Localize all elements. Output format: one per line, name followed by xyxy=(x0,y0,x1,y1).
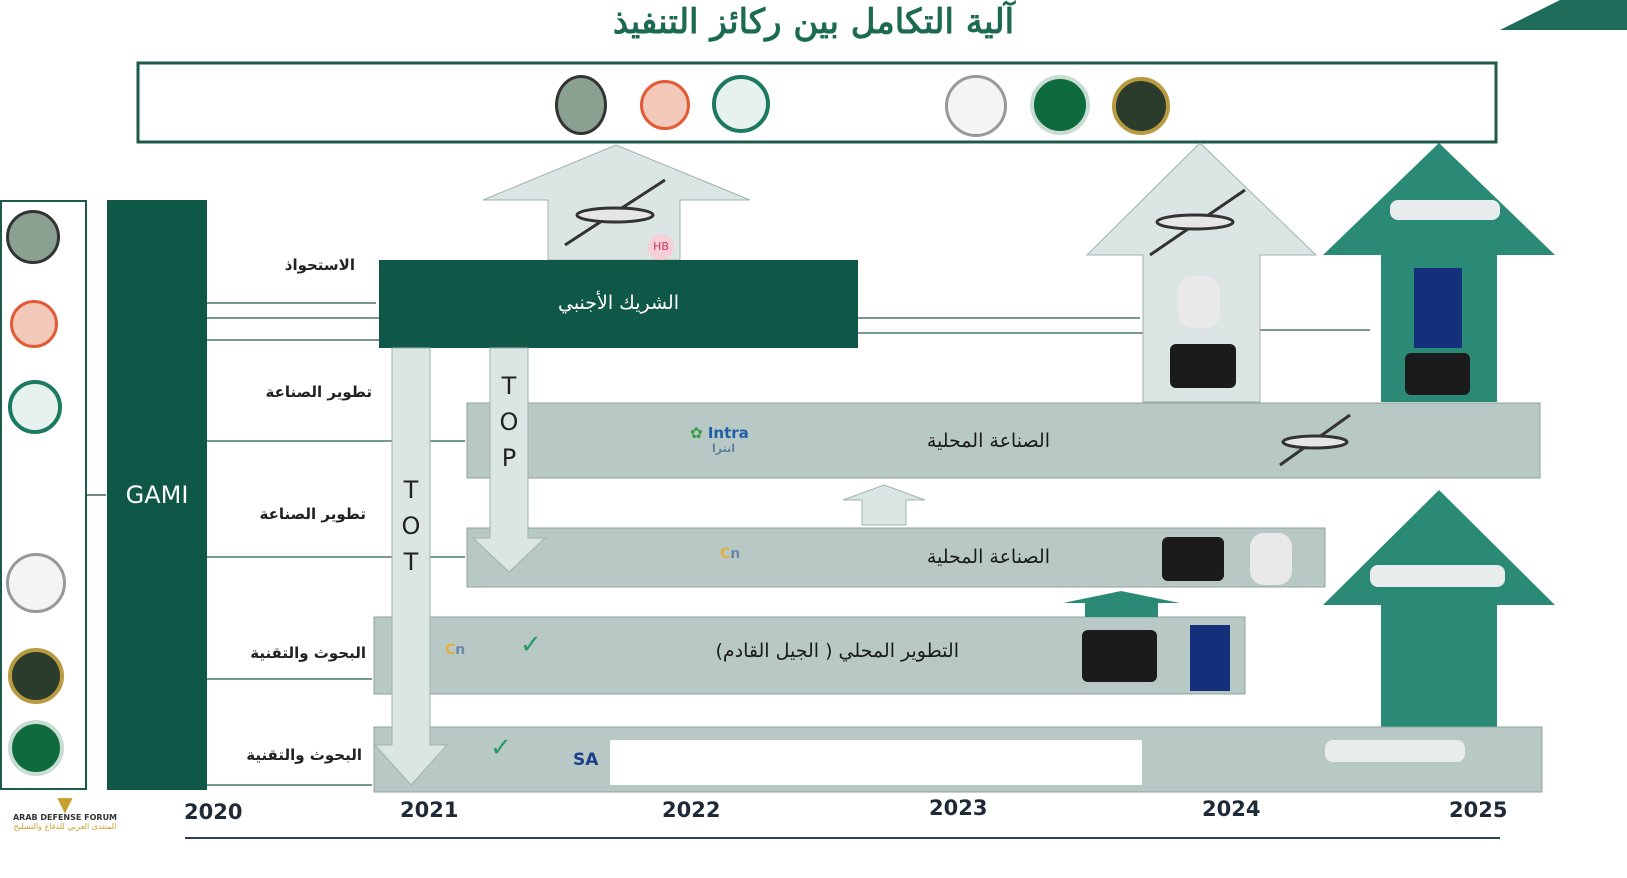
entity-logo xyxy=(712,75,770,133)
tot-down-arrow xyxy=(373,347,449,786)
watermark-emblem-icon: ▼ xyxy=(57,792,73,816)
device-box-icon xyxy=(1082,630,1157,682)
gami-label: GAMI xyxy=(125,481,189,509)
drone-icon xyxy=(564,178,666,247)
entity-logo xyxy=(8,720,64,776)
tot-letter: O xyxy=(401,512,421,540)
company-logo-text: n xyxy=(455,642,466,658)
up-arrow-2024 xyxy=(1085,142,1318,403)
intra-logo-text: Intra xyxy=(707,424,749,442)
entity-logo xyxy=(10,300,58,348)
small-teal-up-arrow xyxy=(1063,591,1180,617)
sa-logo: SA xyxy=(573,750,599,770)
gami-bar xyxy=(107,200,207,790)
blue-module-icon xyxy=(1190,625,1230,691)
gimbal-camera-icon xyxy=(1178,276,1220,328)
entity-logo xyxy=(555,75,607,135)
intra-logo-arabic: انترا xyxy=(712,442,736,455)
device-box-icon xyxy=(1405,353,1470,395)
entity-logo xyxy=(1112,77,1170,135)
entity-logo xyxy=(1030,75,1090,135)
top-letter: O xyxy=(499,408,519,436)
top-label: T O P xyxy=(494,368,524,476)
tot-label: T O T xyxy=(396,472,426,580)
top-letter: P xyxy=(501,444,517,472)
year-label: 2021 xyxy=(400,798,459,822)
local-industry-label: الصناعة المحلية xyxy=(926,546,1050,568)
entities-box xyxy=(136,61,1498,144)
drone-icon xyxy=(1279,413,1351,467)
corner-accent xyxy=(1500,0,1627,30)
tot-letter: T xyxy=(403,548,419,576)
local-development-label: التطوير المحلي ( الجيل القادم) xyxy=(715,640,959,662)
entity-logo xyxy=(8,648,64,704)
foreign-partner-box xyxy=(379,260,858,348)
year-label: 2023 xyxy=(929,796,988,820)
year-label: 2020 xyxy=(184,800,243,824)
label-research-technology: البحوث والتقنية xyxy=(246,746,362,764)
entity-logo xyxy=(8,380,62,434)
label-industry-development: تطوير الصناعة xyxy=(265,383,373,401)
drone-icon xyxy=(1325,740,1465,762)
small-up-arrow xyxy=(842,484,926,526)
watermark-logo: ▼ ARAB DEFENSE FORUM المنتدى العربي للدف… xyxy=(5,792,125,831)
foreign-partner-label: الشريك الأجنبي xyxy=(557,292,679,314)
checkmark-logo: ✓ xyxy=(520,630,542,660)
watermark-arabic: المنتدى العربي للدفاع والتسليح xyxy=(13,822,117,831)
entity-logo xyxy=(6,553,66,613)
intra-logo: ✿ Intra انترا xyxy=(690,424,749,455)
entity-logo xyxy=(6,210,60,264)
watermark-brand: ARAB DEFENSE FORUM xyxy=(12,813,118,822)
device-box-icon xyxy=(1170,344,1236,388)
local-industry-bar-1 xyxy=(466,402,1541,479)
top-down-arrow xyxy=(471,347,547,573)
entity-logo xyxy=(640,80,690,130)
local-industry-label: الصناعة المحلية xyxy=(926,430,1050,452)
hb-badge: HB xyxy=(648,234,674,260)
year-label: 2024 xyxy=(1202,797,1261,821)
entity-logo xyxy=(945,75,1007,137)
company-logo-c: Cn xyxy=(445,642,466,658)
drone-icon xyxy=(1390,200,1500,220)
label-acquisition: الاستحواذ xyxy=(284,256,355,274)
checkmark-logo: ✓ xyxy=(490,733,512,763)
top-letter: T xyxy=(501,372,517,400)
year-label: 2022 xyxy=(662,798,721,822)
blank-panel xyxy=(610,740,1142,785)
drone-icon xyxy=(1370,565,1505,587)
label-research-technology: البحوث والتقنية xyxy=(250,644,366,662)
company-logo-text: n xyxy=(730,546,741,562)
gimbal-camera-icon xyxy=(1250,533,1292,585)
teal-up-arrow-lower xyxy=(1323,490,1555,727)
device-box-icon xyxy=(1162,537,1224,581)
page-title: آلية التكامل بين ركائز التنفيذ xyxy=(612,2,1015,42)
drone-icon xyxy=(1149,188,1246,257)
blue-module-icon xyxy=(1414,268,1462,348)
acquisition-up-arrow xyxy=(482,144,751,261)
year-label: 2025 xyxy=(1449,798,1508,822)
company-logo-c: Cn xyxy=(720,546,741,562)
tot-letter: T xyxy=(403,476,419,504)
label-industry-development: تطوير الصناعة xyxy=(259,505,367,523)
